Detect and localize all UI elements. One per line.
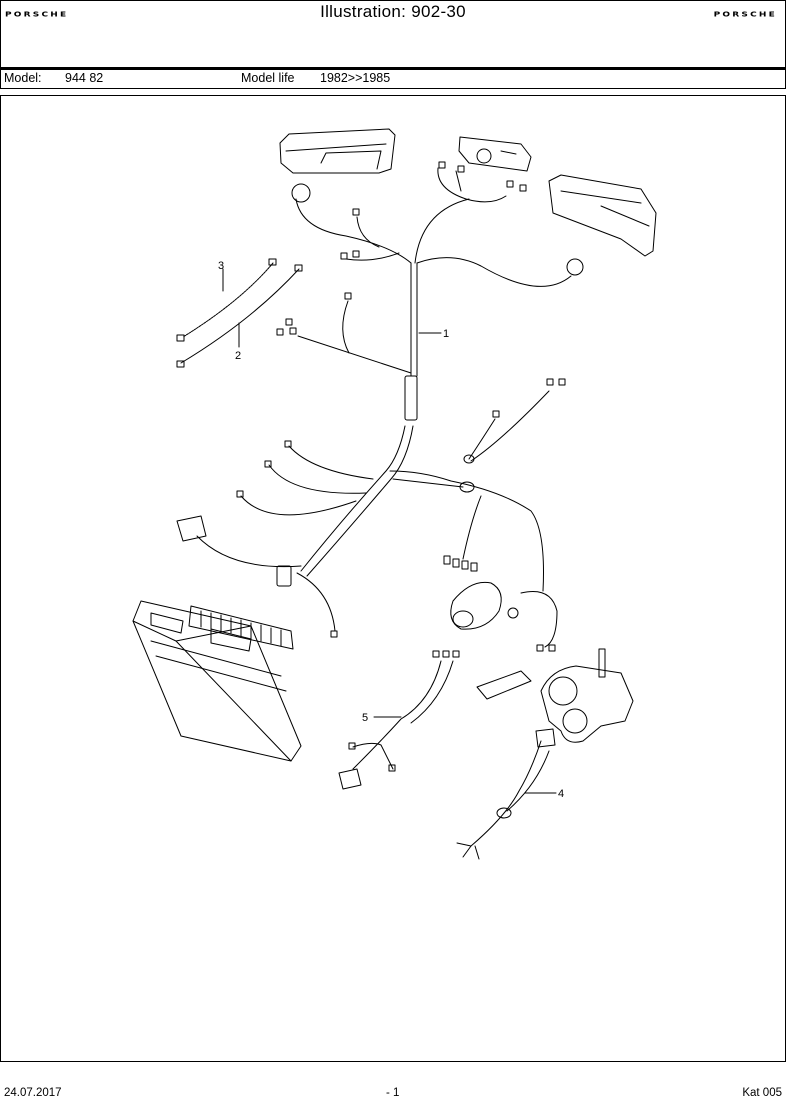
harness-5 [338, 650, 460, 790]
footer-catalog: Kat 005 [742, 1087, 782, 1099]
model-label: Model: [4, 71, 42, 85]
porsche-logo-right: PORSCHE [713, 11, 777, 19]
callout-2: 2 [235, 350, 241, 362]
license-light [458, 136, 532, 172]
parts-illustration: 1 2 3 4 5 [132, 128, 657, 860]
callout-4: 4 [558, 788, 564, 800]
porsche-logo-left: PORSCHE [5, 11, 69, 19]
tail-light-right [548, 174, 657, 257]
illustration-frame: 1 2 3 4 5 [0, 95, 786, 1062]
model-value: 944 82 [65, 71, 104, 85]
harness-1 [276, 161, 584, 421]
callout-5: 5 [362, 712, 368, 724]
callout-leaders [373, 332, 557, 794]
callout-3: 3 [218, 260, 224, 272]
control-unit [132, 600, 302, 762]
model-info-bar: Model: 944 82 Model life 1982>>1985 [0, 68, 786, 89]
footer-page: - 1 [386, 1087, 400, 1099]
coil-part [450, 581, 502, 630]
footer-date: 24.07.2017 [4, 1087, 62, 1099]
harness-lower [176, 378, 566, 652]
model-life-value: 1982>>1985 [320, 71, 391, 85]
page-header: PORSCHE Illustration: 902-30 PORSCHE [0, 0, 786, 68]
callout-1: 1 [443, 328, 449, 340]
tail-light-left [279, 128, 396, 174]
harness-4 [456, 728, 556, 860]
model-life-label: Model life [241, 71, 295, 85]
illustration-title: Illustration: 902-30 [320, 2, 466, 21]
wiper-motor [476, 648, 634, 743]
harness-2-3 [176, 258, 303, 368]
